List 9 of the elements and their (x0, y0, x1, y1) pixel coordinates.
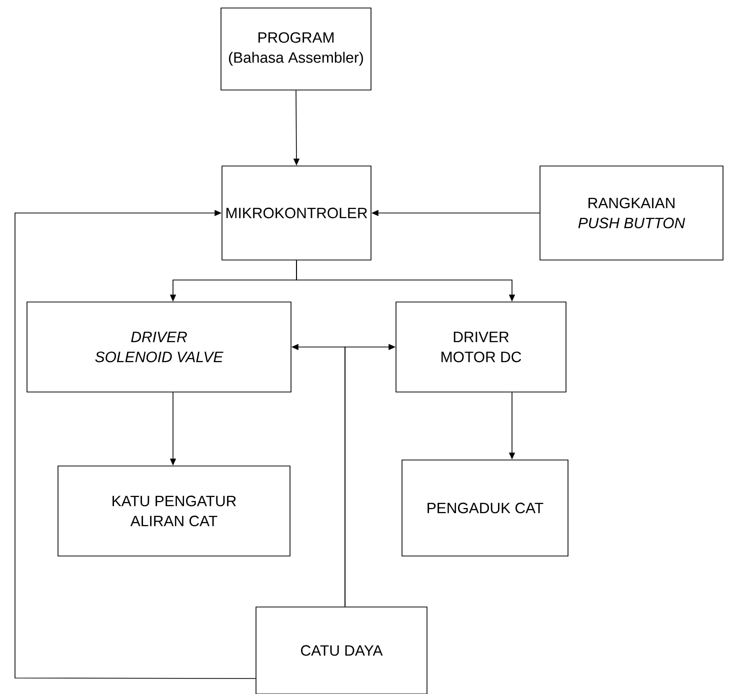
block-box: MIKROKONTROLER (222, 166, 372, 260)
block-box: RANGKAIAN PUSH BUTTON (540, 166, 724, 260)
block-box: CATU DAYA (256, 606, 428, 694)
block-box: PENGADUK CAT (402, 460, 568, 556)
block-box: DRIVER MOTOR DC (396, 302, 566, 392)
block-box: DRIVER SOLENOID VALVE (26, 302, 292, 392)
arrow (14, 210, 256, 679)
block-box: KATU PENGATUR ALIRAN CAT (58, 466, 290, 556)
block-box: PROGRAM (Bahasa Assembler) (220, 8, 372, 90)
